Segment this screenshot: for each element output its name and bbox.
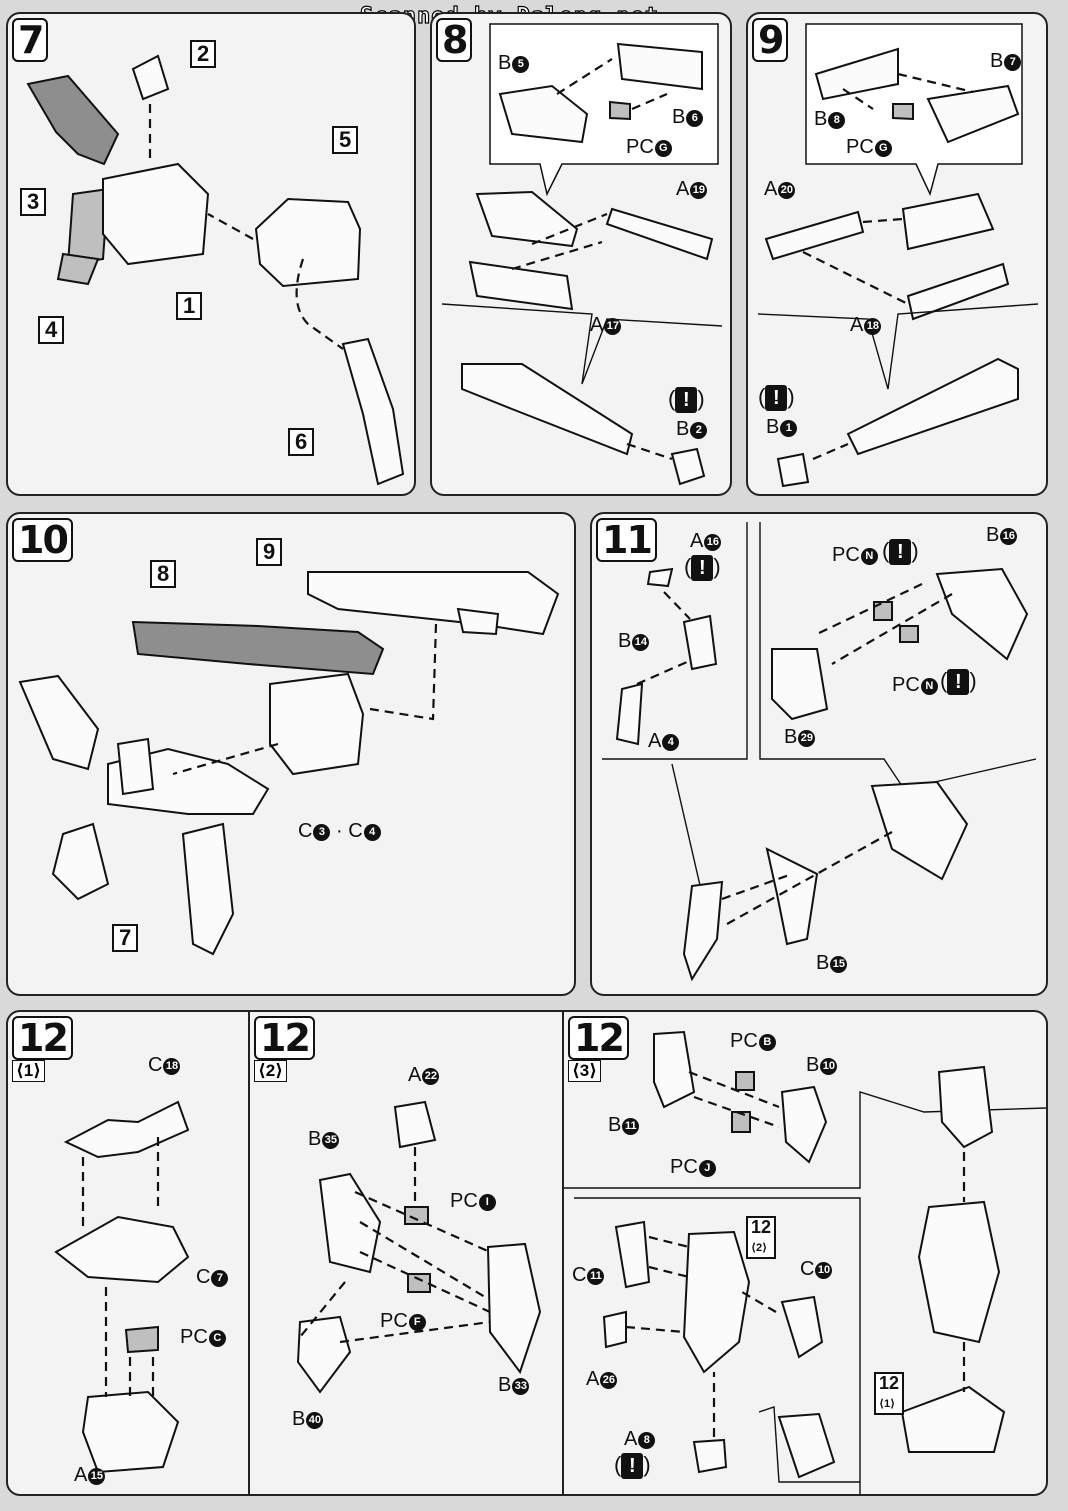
ref-4: 4 bbox=[38, 316, 65, 344]
ref-12-2: 12⟨2⟩ bbox=[746, 1216, 777, 1259]
caution-marker: (!) bbox=[684, 554, 721, 581]
ref-1: 1 bbox=[176, 292, 203, 320]
step-7-number: 7 bbox=[12, 18, 49, 62]
caution-marker: (!) bbox=[758, 384, 795, 411]
step-10-number: 10 bbox=[12, 518, 73, 562]
ref-2: 2 bbox=[190, 40, 217, 68]
step-12-3-substep: ⟨3⟩ bbox=[568, 1060, 601, 1082]
caution-marker: (!) bbox=[882, 538, 919, 565]
ref-5: 5 bbox=[332, 126, 359, 154]
step-12-2-substep: ⟨2⟩ bbox=[254, 1060, 287, 1082]
ref-9: 9 bbox=[256, 538, 283, 566]
step-12-1-number: 12 bbox=[12, 1016, 73, 1060]
caution-marker: (!) bbox=[614, 1452, 651, 1479]
step-7-panel: 7 2 3 4 1 5 6 bbox=[6, 12, 416, 496]
step-10-illustration bbox=[18, 571, 560, 956]
step-12-1-illustration bbox=[54, 1100, 190, 1474]
step-12-2-illustration bbox=[296, 1100, 542, 1394]
ref-7: 7 bbox=[112, 924, 139, 952]
caution-marker: (!) bbox=[668, 386, 705, 413]
step-11-number: 11 bbox=[596, 518, 657, 562]
step-12-3-number: 12 bbox=[568, 1016, 629, 1060]
step-9-number: 9 bbox=[752, 18, 789, 62]
ref-3: 3 bbox=[20, 188, 47, 216]
ref-12-1: 12⟨1⟩ bbox=[874, 1372, 905, 1415]
step-12-3-illustration bbox=[564, 1030, 1046, 1494]
step-7-illustration bbox=[26, 54, 405, 486]
step-12-1-substep: ⟨1⟩ bbox=[12, 1060, 45, 1082]
step-8-number: 8 bbox=[436, 18, 473, 62]
ref-8: 8 bbox=[150, 560, 177, 588]
ref-6: 6 bbox=[288, 428, 315, 456]
step-11-illustration bbox=[602, 522, 1037, 982]
step-12-2-number: 12 bbox=[254, 1016, 315, 1060]
step-9-illustration bbox=[757, 23, 1039, 488]
caution-marker: (!) bbox=[940, 668, 977, 695]
